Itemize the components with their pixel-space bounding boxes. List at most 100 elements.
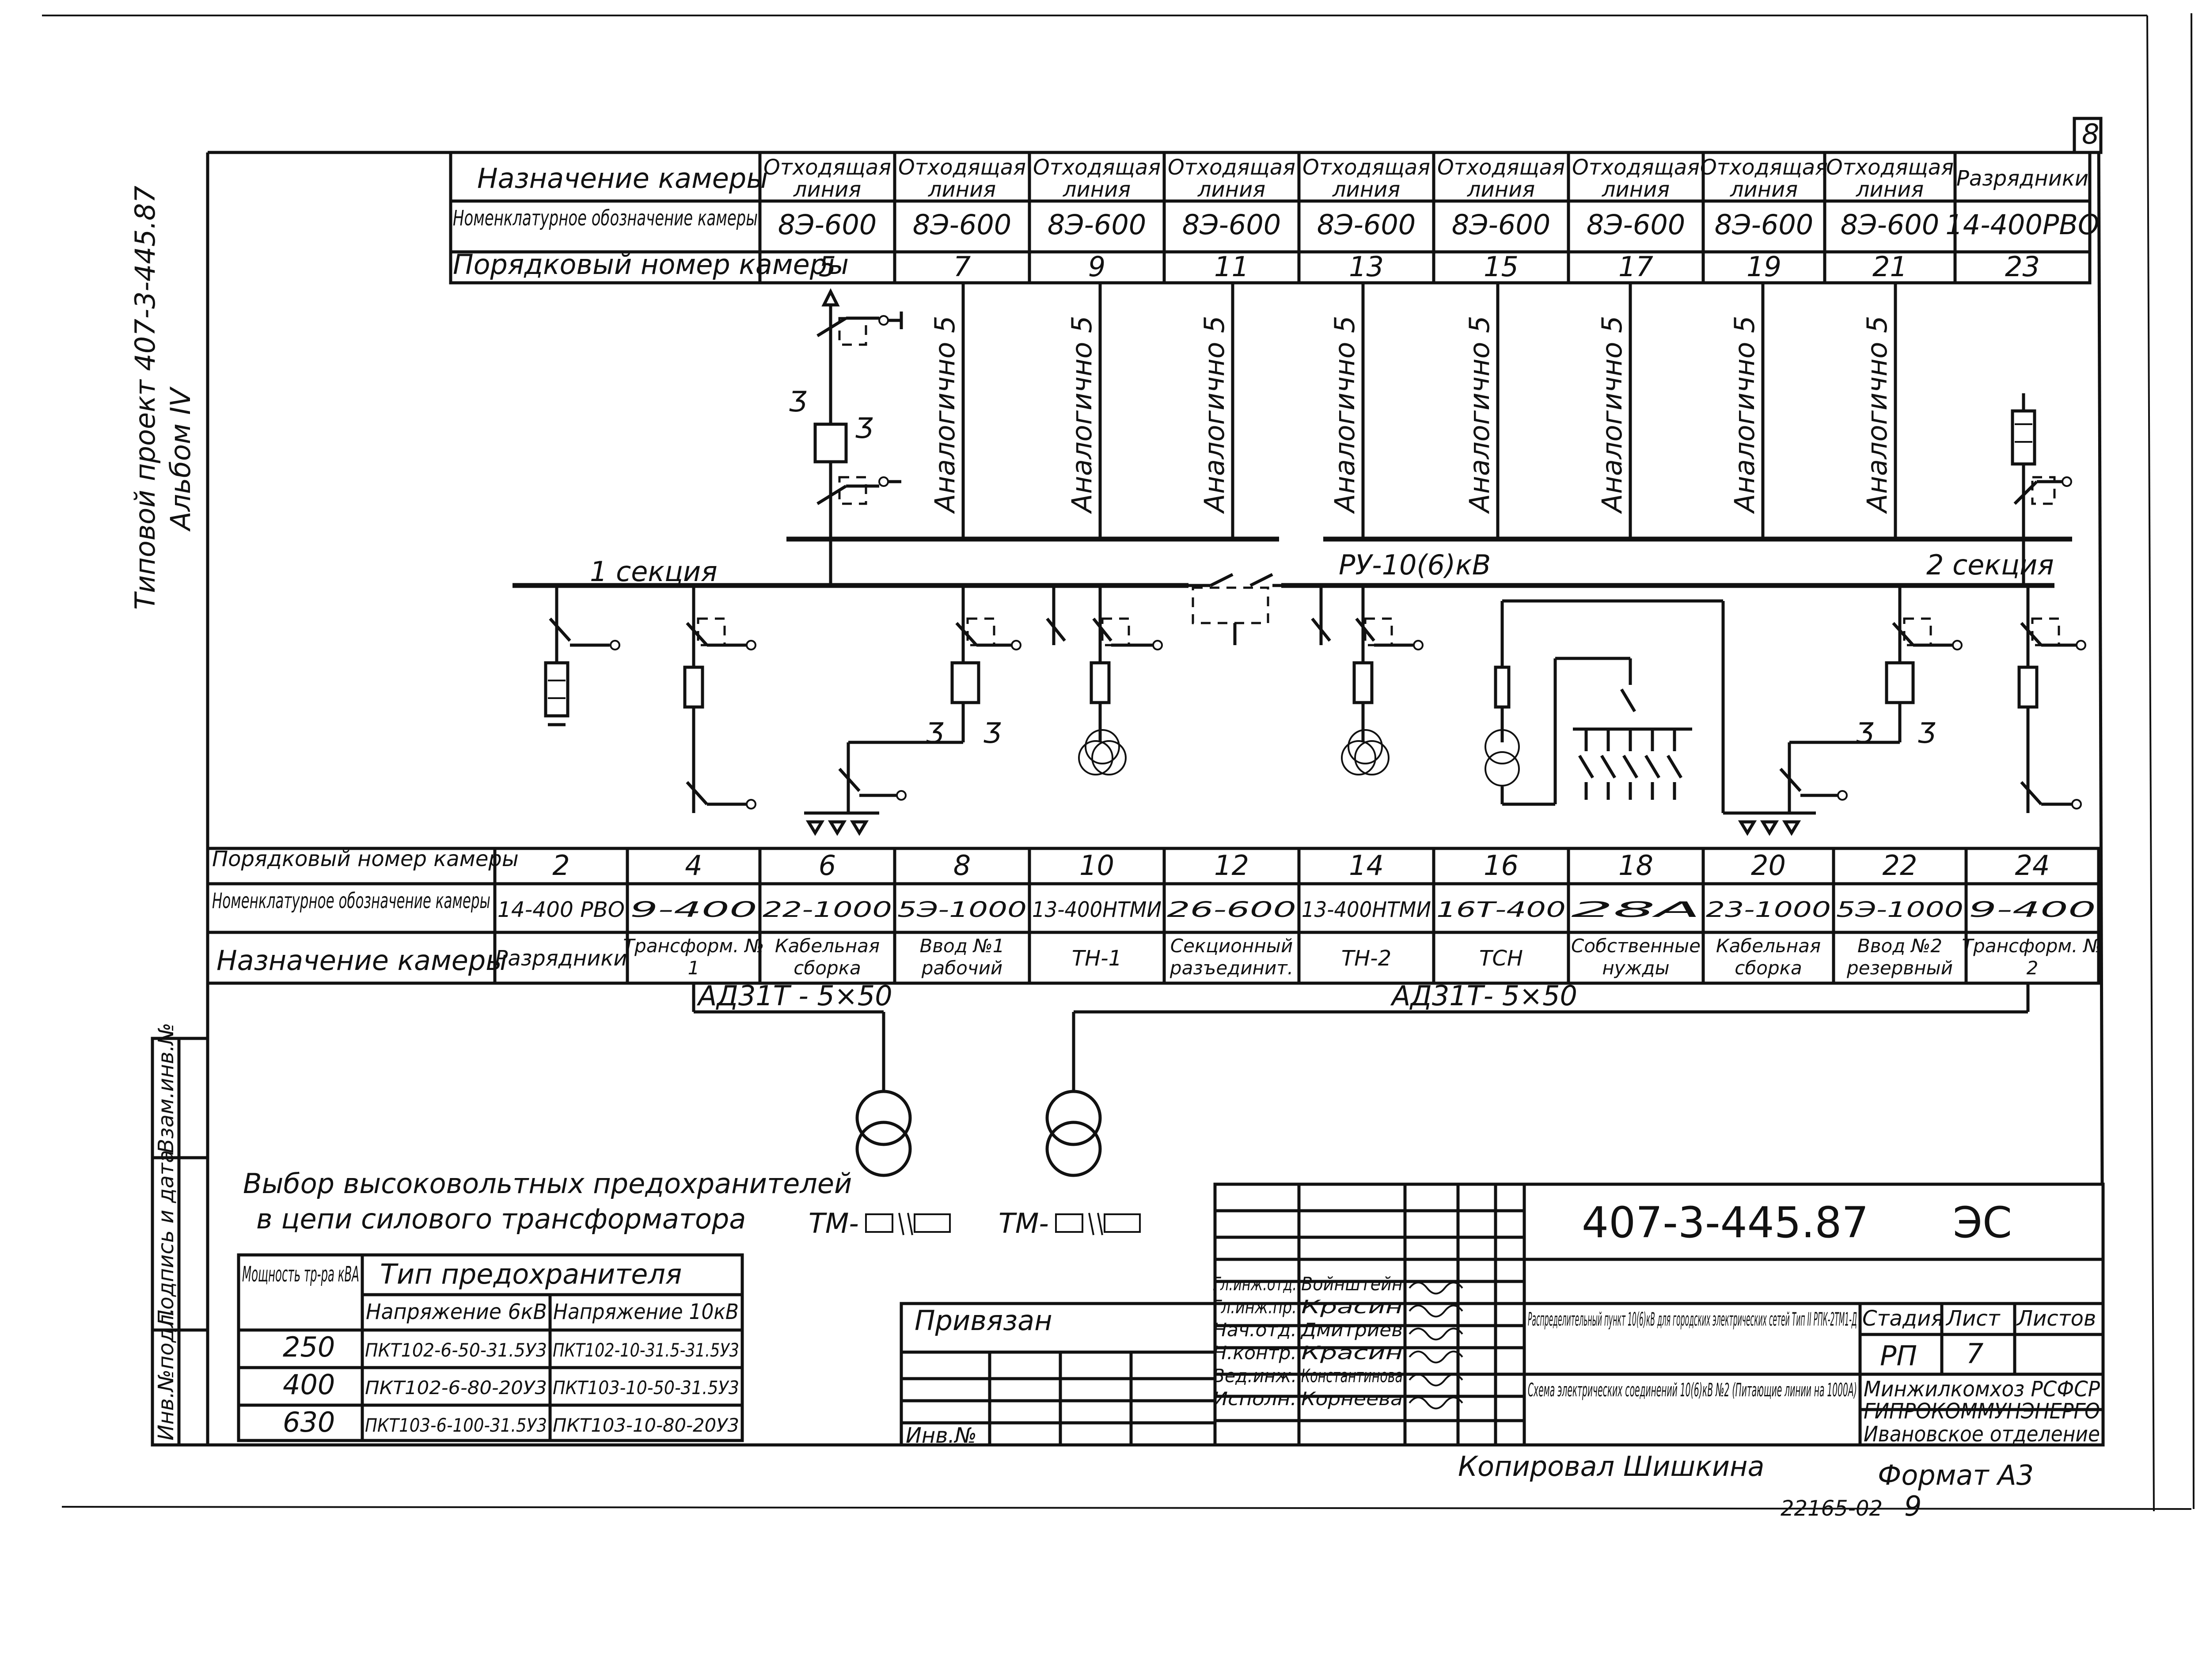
bottom-number-cell: 12 [1214, 849, 1249, 882]
section-2-label: 2 секция [1926, 549, 2054, 581]
svg-text:Ʒ: Ʒ [855, 412, 873, 444]
bottom-row-code-label: Номенклатурное обозначение камеры [212, 889, 490, 913]
document-code: 407-3-445.87 [1582, 1198, 1869, 1247]
tm1-label: ТМ- [809, 1207, 859, 1239]
top-number-cell: 13 [1349, 251, 1384, 283]
fuse-6kv-cell: ПКТ102-6-80-20У3 [365, 1377, 547, 1399]
sheets-header: Листов [2016, 1306, 2096, 1331]
top-purpose-cell: Разрядники [1956, 166, 2088, 191]
top-number-cell: 11 [1214, 251, 1249, 283]
bottom-number-cell: 18 [1618, 849, 1653, 882]
document-mark: ЭС [1953, 1198, 2012, 1247]
bottom-code-cell: 16Т-400 [1436, 897, 1566, 922]
power-transformers: АД31Т - 5×50 АД31Т- 5×50 ТМ- ТМ- [692, 980, 2030, 1239]
signatory-role: Гл.инж.отд. [1213, 1273, 1297, 1295]
top-purpose-line2: линия [1856, 177, 1924, 202]
bottom-code-cell: 9-400 [630, 897, 757, 922]
aux-branch-switch [1600, 755, 1617, 779]
signatory-name: Войнштейн [1301, 1273, 1403, 1295]
fuse-10kv-cell: ПКТ103-10-50-31.5У3 [553, 1377, 739, 1399]
bottom-row-number-label: Порядковый номер камеры [212, 847, 519, 871]
sheet-value: 7 [1966, 1338, 1983, 1370]
bottom-number-cell: 14 [1349, 849, 1384, 882]
album-side-label: Альбом IV [164, 386, 197, 532]
signatory-role: Вед.инж. [1213, 1365, 1297, 1387]
top-purpose-line2: линия [1730, 177, 1798, 202]
bottom-purpose-line2: сборка [1735, 957, 1802, 979]
top-number-cell: 15 [1484, 251, 1519, 283]
project-side-label: Типовой проект 407-3-445.87 [129, 186, 161, 610]
bottom-number-cell: 16 [1484, 849, 1519, 882]
top-code-cell: 8Э-600 [1587, 209, 1685, 241]
top-purpose-line1: Отходящая [1437, 155, 1565, 180]
copied-by-label: Копировал Шишкина [1458, 1450, 1765, 1482]
sheet-corner-mark: 8 [2082, 118, 2099, 150]
signatory-role: Исполн. [1213, 1388, 1297, 1410]
bottom-code-cell: 13-400НТМИ [1032, 897, 1162, 922]
signatory-name: Корнеева [1301, 1388, 1403, 1410]
strip-inv-label: Инв.№подл. [154, 1308, 178, 1441]
bottom-purpose-line1: Кабельная [1716, 935, 1821, 957]
signatory-role: Н.контр. [1213, 1342, 1297, 1364]
bottom-purpose-cell: ТН-2 [1341, 946, 1391, 971]
bottom-code-cell: 23-1000 [1706, 897, 1831, 922]
top-code-cell: 8Э-600 [1452, 209, 1550, 241]
strip-replace-label: Взам.инв.№ [154, 1023, 178, 1153]
bottom-purpose-cell: ТН-1 [1072, 946, 1122, 971]
top-purpose-line2: линия [1602, 177, 1670, 202]
bottom-number-cell: 10 [1079, 849, 1114, 882]
top-purpose-line1: Отходящая [1302, 155, 1430, 180]
top-code-cell: 8Э-600 [913, 209, 1011, 241]
signatory-role: Гл.инж.пр. [1213, 1296, 1297, 1318]
top-row-code-label: Номенклатурное обозначение камеры [453, 206, 758, 231]
top-purpose-line2: линия [1063, 177, 1131, 202]
top-number-cell: 5 [819, 251, 836, 283]
bottom-row-purpose-label: Назначение камеры [216, 944, 507, 977]
inv-label: Инв.№ [906, 1423, 977, 1448]
bottom-code-cell: 26-600 [1167, 897, 1296, 922]
stamp-title-1: Распределительный пункт 10(6)кВ для горо… [1528, 1308, 1857, 1330]
sheet-id-label: 22165-02 [1781, 1496, 1883, 1521]
bottom-code-cell: 22-1000 [763, 897, 892, 922]
top-code-cell: 8Э-600 [1715, 209, 1813, 241]
signatory-role: Нач.отд. [1213, 1319, 1297, 1341]
top-purpose-line1: Отходящая [1168, 155, 1295, 180]
analog-feeder-label: Аналогично 5 [1198, 315, 1230, 514]
top-code-cell: 8Э-600 [1182, 209, 1281, 241]
top-table: Назначение камеры Номенклатурное обознач… [449, 151, 2100, 285]
top-purpose-line1: Отходящая [1033, 155, 1161, 180]
analog-feeder-label: Аналогично 5 [1463, 315, 1496, 514]
svg-text:Ʒ: Ʒ [789, 385, 807, 418]
strip-sign-label: Подпись и дата [154, 1150, 178, 1326]
top-purpose-line1: Отходящая [1572, 155, 1700, 180]
bottom-code-cell: 5Э-1000 [897, 897, 1027, 922]
top-purpose-line1: Отходящая [763, 155, 891, 180]
bottom-code-cell: 28А [1571, 897, 1701, 922]
fuse-power-header: Мощность тр-ра кВА [242, 1262, 359, 1287]
fuse-power-cell: 400 [283, 1368, 335, 1401]
bottom-purpose-line1: Трансформ. № [623, 935, 764, 957]
sheet-header: Лист [1945, 1306, 2001, 1331]
bottom-purpose-line2: разъединит. [1169, 957, 1293, 979]
signature-scribble [1409, 1350, 1463, 1364]
bottom-number-cell: 22 [1883, 849, 1917, 882]
single-line-schematic: 1 секция 2 секция РУ-10(6)кВ Ʒ Ʒ [513, 283, 2086, 836]
bottom-purpose-line1: Трансформ. № [1962, 935, 2103, 957]
bottom-purpose-line2: 2 [2027, 957, 2039, 979]
top-row-purpose-label: Назначение камеры [477, 162, 768, 194]
top-code-cell: 8Э-600 [1048, 209, 1146, 241]
bottom-purpose-cell: Разрядники [495, 946, 627, 971]
aux-branch-switch [1578, 755, 1595, 779]
top-code-cell: 8Э-600 [778, 209, 877, 241]
signatory-name: Дмитриев [1300, 1319, 1403, 1341]
bottom-purpose-line1: Собственные [1571, 935, 1701, 957]
tm2-label: ТМ- [999, 1207, 1049, 1239]
analog-feeder-label: Аналогично 5 [1596, 315, 1628, 514]
bottom-code-cell: 14-400 РВО [497, 897, 625, 922]
signatory-name: Красин [1301, 1342, 1403, 1364]
privyazan-label: Привязан [915, 1304, 1052, 1337]
bottom-code-cell: 9-400 [1969, 897, 2096, 922]
bottom-number-cell: 8 [953, 849, 971, 882]
top-number-cell: 23 [2005, 251, 2040, 283]
bottom-number-cell: 24 [2015, 849, 2050, 882]
